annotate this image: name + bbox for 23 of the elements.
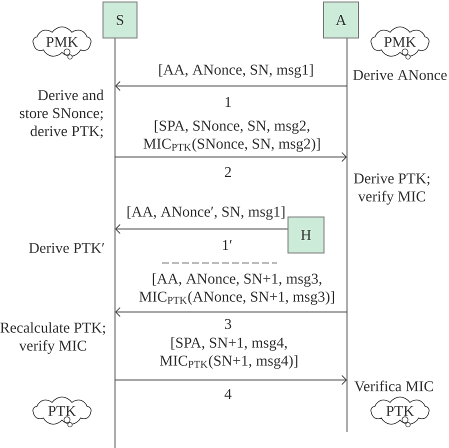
action-note: Recalculate PTK; verify MIC	[0, 322, 105, 354]
action-note: Verifica MIC	[354, 380, 433, 392]
message-label: [AA, ANonce, SN+1, msg3, MIC$_{PTK}$(ANonce, SN+1, msg3)]	[139, 273, 334, 305]
message-number: 1′	[222, 240, 232, 250]
thought-cloud: PMK	[32, 26, 92, 60]
participant-box: A	[323, 2, 359, 38]
message-number: 1	[226, 97, 231, 107]
participant-box: H	[288, 216, 324, 254]
action-note: Derive PTK; verify MIC	[354, 173, 430, 205]
action-note: Derive ANonce	[353, 70, 447, 80]
thought-cloud: PMK	[370, 26, 430, 60]
action-note: Derive and store SNonce; derive PTK;	[20, 90, 104, 138]
message-label: [AA, ANonce, SN, msg1]	[159, 64, 313, 78]
message-number: 3	[224, 318, 232, 330]
thought-cloud: PTK	[370, 396, 430, 428]
message-label: [AA, ANonce′, SN, msg1]	[128, 206, 284, 220]
participant-box: S	[102, 2, 138, 38]
message-label: [SPA, SN+1, msg4, MIC$_{PTK}$(SN+1, msg4)]	[160, 337, 298, 369]
message-label: [SPA, SNonce, SN, msg2, MIC$_{PTK}$(SNonce, SN, msg2)]	[144, 120, 320, 152]
action-note: Derive PTK′	[29, 242, 104, 254]
message-number: 4	[224, 389, 232, 399]
thought-cloud: PTK	[32, 396, 92, 428]
message-number: 2	[224, 167, 231, 177]
